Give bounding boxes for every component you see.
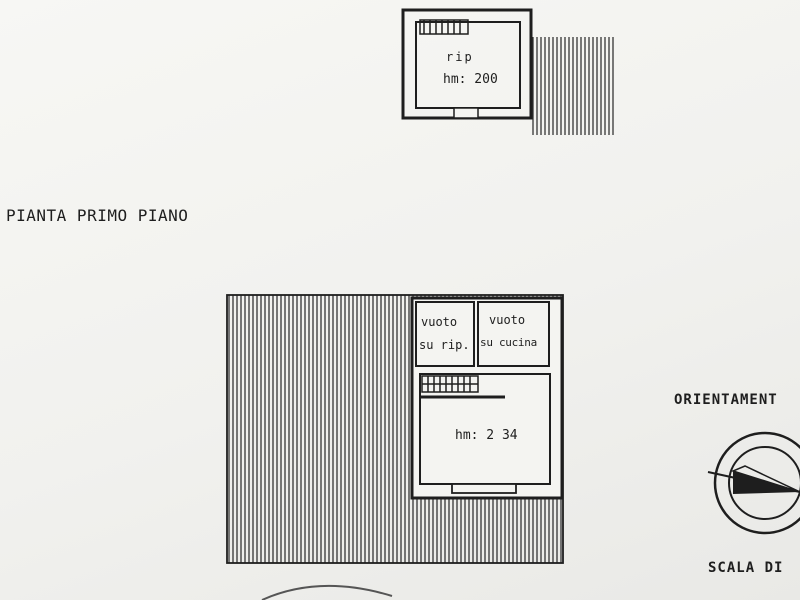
rooms-block-outer-wall [410, 296, 564, 500]
void-over-storage-line2: su rip. [419, 338, 470, 352]
void-over-kitchen-line1: vuoto [489, 313, 526, 327]
main-floor-plan [226, 294, 564, 564]
compass-icon [707, 431, 800, 535]
upper-door-opening [453, 107, 479, 119]
main-window-opening [451, 483, 517, 494]
scale-label: SCALA DI [708, 560, 784, 576]
upper-stair-icon [419, 19, 469, 35]
upper-room-name: rip [446, 50, 474, 64]
upper-room-height: hm: 200 [443, 72, 498, 87]
stamp-fragment [261, 585, 393, 600]
orientation-label: ORIENTAMENT [674, 392, 778, 408]
main-room-height: hm: 2 34 [455, 428, 518, 443]
void-over-kitchen-box [477, 301, 550, 367]
upper-room-inner-wall [415, 21, 521, 109]
void-over-storage-line1: vuoto [421, 315, 458, 329]
main-stair-icon [421, 375, 479, 393]
upper-room-plan [401, 8, 616, 135]
upper-room-outer-wall [401, 8, 533, 120]
void-over-storage-box [415, 301, 475, 367]
floor-title: PIANTA PRIMO PIANO [6, 206, 189, 225]
void-over-kitchen-line2: su cucina [480, 336, 537, 349]
upper-terrace-hatch [530, 37, 616, 135]
